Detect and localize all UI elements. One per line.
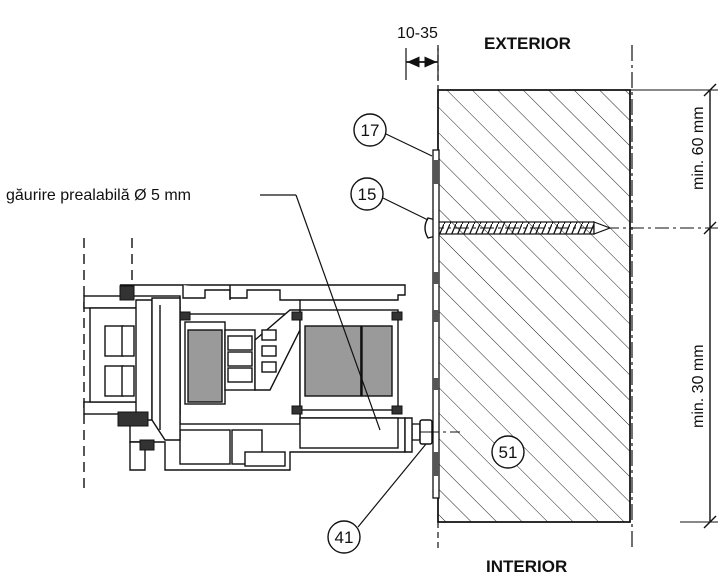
callout-17: 17	[353, 113, 433, 157]
callout-41: 41	[327, 443, 427, 554]
dim-bottom-label: min. 30 mm	[690, 344, 707, 428]
callout-51-number: 51	[499, 443, 518, 462]
predrill-note: găurire prealabilă Ø 5 mm	[6, 187, 191, 204]
window-frame-profile	[83, 238, 413, 490]
gaskets	[117, 285, 403, 451]
predrill-leader	[260, 194, 381, 431]
callout-41-number: 41	[335, 528, 354, 547]
gap-range-label: 10-35	[397, 25, 438, 42]
callout-15: 15	[350, 177, 429, 221]
callout-17-number: 17	[361, 121, 380, 140]
exterior-label: EXTERIOR	[484, 34, 571, 53]
interior-label: INTERIOR	[486, 557, 567, 576]
vertical-dimensions	[630, 83, 718, 529]
gap-dimension	[405, 48, 439, 80]
dim-top-label: min. 60 mm	[690, 106, 707, 190]
masonry-wall	[437, 89, 631, 523]
callout-15-number: 15	[358, 185, 377, 204]
anchor-strap	[432, 149, 440, 499]
callout-51: 51	[491, 435, 525, 469]
